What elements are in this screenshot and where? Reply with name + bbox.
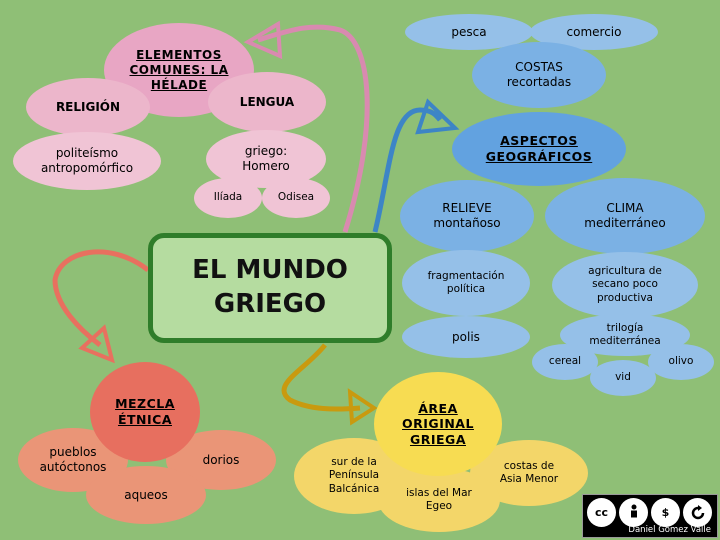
- area-title-line1: ÁREA: [418, 400, 458, 416]
- central-title-line1: EL MUNDO: [192, 255, 348, 286]
- clima-line1: CLIMA: [606, 201, 644, 215]
- aqueos-node: aqueos: [86, 466, 206, 524]
- pueblos-line1: pueblos: [49, 445, 97, 459]
- costas-line1: COSTAS: [515, 60, 563, 74]
- costas-line2: recortadas: [506, 75, 572, 89]
- islas-line2: Egeo: [425, 500, 453, 512]
- religion-detail-line1: politeísmo: [55, 146, 119, 160]
- costas-asia-line1: costas de: [503, 459, 555, 472]
- license-author: Daniel Gómez Valle: [628, 525, 711, 535]
- agricultura-line3: productiva: [597, 291, 653, 304]
- elementos-title-line1: ELEMENTOS: [136, 47, 222, 62]
- lengua-label: LENGUA: [239, 94, 295, 109]
- sur-line2: Península: [328, 469, 380, 482]
- religion-detail-line2: antropomórfico: [40, 161, 134, 175]
- iliada-label: Ilíada: [213, 191, 243, 204]
- religion-label: RELIGIÓN: [55, 99, 121, 114]
- elementos-title-line2: COMUNES: LA: [129, 62, 229, 77]
- by-icon: [619, 498, 648, 527]
- polis-node: polis: [402, 316, 530, 358]
- clima-line2: mediterráneo: [584, 216, 666, 230]
- fragmentacion-node: fragmentación política: [402, 250, 530, 316]
- aspectos-title-line1: ASPECTOS: [500, 133, 578, 149]
- olivo-node: olivo: [648, 344, 714, 380]
- mezcla-title-line1: MEZCLA: [115, 396, 175, 412]
- sur-line3: Balcánica: [328, 482, 380, 495]
- arrow-to-aspectos: [372, 107, 442, 233]
- cc-icon: cc: [587, 498, 616, 527]
- sur-line1: sur de la: [331, 456, 377, 469]
- agricultura-node: agricultura de secano poco productiva: [552, 252, 698, 318]
- religion-node: RELIGIÓN: [26, 78, 150, 136]
- comercio-label: comercio: [566, 24, 622, 39]
- aspectos-geograficos-node: ASPECTOS GEOGRÁFICOS: [452, 112, 626, 186]
- religion-detail-node: politeísmo antropomórfico: [13, 132, 161, 190]
- lengua-detail-line2: Homero: [242, 159, 290, 173]
- polis-label: polis: [452, 329, 480, 344]
- pueblos-line2: autóctonos: [39, 460, 107, 474]
- central-topic: EL MUNDO GRIEGO: [148, 233, 392, 343]
- fragmentacion-line2: política: [446, 283, 486, 295]
- arrow-to-area: [281, 343, 361, 412]
- nc-icon: $: [651, 498, 680, 527]
- arrowhead-aspectos: [415, 98, 460, 135]
- vid-label: vid: [615, 371, 631, 384]
- odisea-node: Odisea: [262, 178, 330, 218]
- area-original-node: ÁREA ORIGINAL GRIEGA: [374, 372, 502, 476]
- aspectos-title-line2: GEOGRÁFICOS: [485, 149, 593, 164]
- relieve-line2: montañoso: [433, 216, 501, 230]
- arrowhead-area: [347, 388, 378, 426]
- agricultura-line2: secano poco: [592, 278, 658, 291]
- cereal-label: cereal: [548, 355, 582, 368]
- mezcla-etnica-node: MEZCLA ÉTNICA: [90, 362, 200, 462]
- vid-node: vid: [590, 360, 656, 396]
- trilogia-line1: trilogía: [606, 321, 644, 334]
- dorios-label: dorios: [202, 452, 240, 467]
- cc-license-badge: cc $ Daniel Gómez Valle: [582, 494, 718, 538]
- elementos-title-line3: HÉLADE: [150, 77, 208, 92]
- costas-asia-line2: Asia Menor: [499, 473, 559, 485]
- pesca-label: pesca: [451, 24, 487, 39]
- olivo-label: olivo: [668, 355, 694, 368]
- area-title-line3: GRIEGA: [409, 431, 466, 447]
- clima-node: CLIMA mediterráneo: [545, 178, 705, 254]
- mezcla-title-line2: ÉTNICA: [117, 412, 172, 427]
- area-title-line2: ORIGINAL: [402, 416, 474, 432]
- arrowhead-mezcla: [78, 324, 115, 364]
- iliada-node: Ilíada: [194, 178, 262, 218]
- costas-recortadas-node: COSTAS recortadas: [472, 42, 606, 108]
- central-title-line2: GRIEGO: [213, 289, 327, 319]
- arrowhead-elementos: [243, 20, 283, 60]
- cereal-node: cereal: [532, 344, 598, 380]
- aqueos-label: aqueos: [124, 487, 168, 502]
- relieve-line1: RELIEVE: [442, 201, 492, 215]
- lengua-node: LENGUA: [208, 72, 326, 132]
- agricultura-line1: agricultura de: [588, 265, 662, 278]
- arrow-to-mezcla: [52, 249, 150, 347]
- sa-icon: [683, 498, 712, 527]
- islas-line1: islas del Mar: [406, 486, 472, 499]
- comercio-node: comercio: [530, 14, 658, 50]
- trilogia-line2: mediterránea: [589, 335, 661, 347]
- fragmentacion-line1: fragmentación: [427, 269, 505, 282]
- islas-node: islas del Mar Egeo: [378, 468, 500, 532]
- odisea-label: Odisea: [277, 191, 315, 204]
- arrow-to-elementos: [257, 24, 370, 233]
- relieve-node: RELIEVE montañoso: [400, 180, 534, 252]
- lengua-detail-line1: griego:: [244, 144, 288, 158]
